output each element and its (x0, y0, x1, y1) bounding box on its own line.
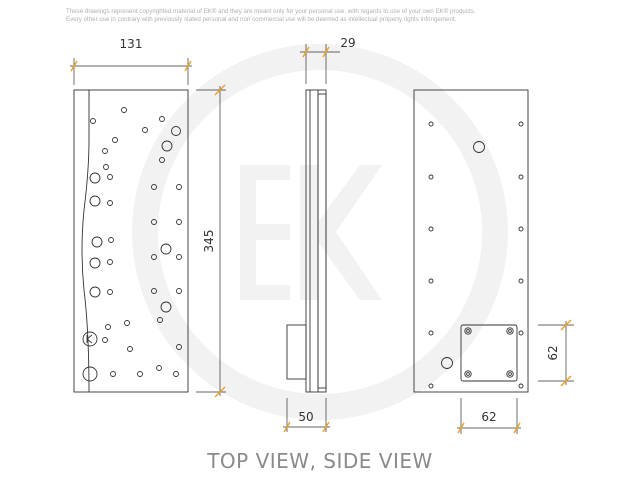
side-view (286, 89, 327, 393)
dim-back-block-height-label: 62 (546, 345, 560, 360)
ek-badge-icon (82, 366, 98, 382)
view-caption: TOP VIEW, SIDE VIEW (207, 449, 433, 473)
dim-top-width (70, 58, 192, 85)
top-view-outline (73, 89, 189, 393)
dim-height-label: 345 (202, 230, 216, 253)
back-view (413, 89, 529, 393)
dim-back-block-height (538, 319, 574, 387)
dim-side-terminal (283, 398, 330, 433)
dim-height (196, 84, 226, 398)
side-view-terminal (286, 324, 307, 380)
back-view-block-screws (464, 327, 514, 378)
top-view (73, 89, 189, 393)
top-view-inner-edge (81, 90, 90, 393)
dim-back-block-width (457, 398, 521, 434)
ek-logo-icon (82, 331, 98, 347)
ek-watermark (132, 44, 508, 420)
disclaimer-line-1: These drawings represent copyrighted mat… (66, 8, 476, 15)
top-view-holes (89, 107, 182, 377)
dim-top-width-label: 131 (120, 37, 143, 51)
back-view-outline (413, 89, 529, 393)
dim-side-terminal-label: 50 (298, 410, 313, 424)
dim-side-thickness-label: 29 (340, 36, 355, 50)
ek-logo-mark (86, 334, 93, 344)
dim-side-thickness (300, 44, 340, 84)
disclaimer-line-2: Every other use in contrary with previou… (66, 16, 457, 23)
disclaimer: These drawings represent copyrighted mat… (66, 8, 475, 24)
dim-back-block-width-label: 62 (481, 410, 496, 424)
back-view-holes (428, 121, 524, 389)
back-view-block (460, 324, 518, 382)
